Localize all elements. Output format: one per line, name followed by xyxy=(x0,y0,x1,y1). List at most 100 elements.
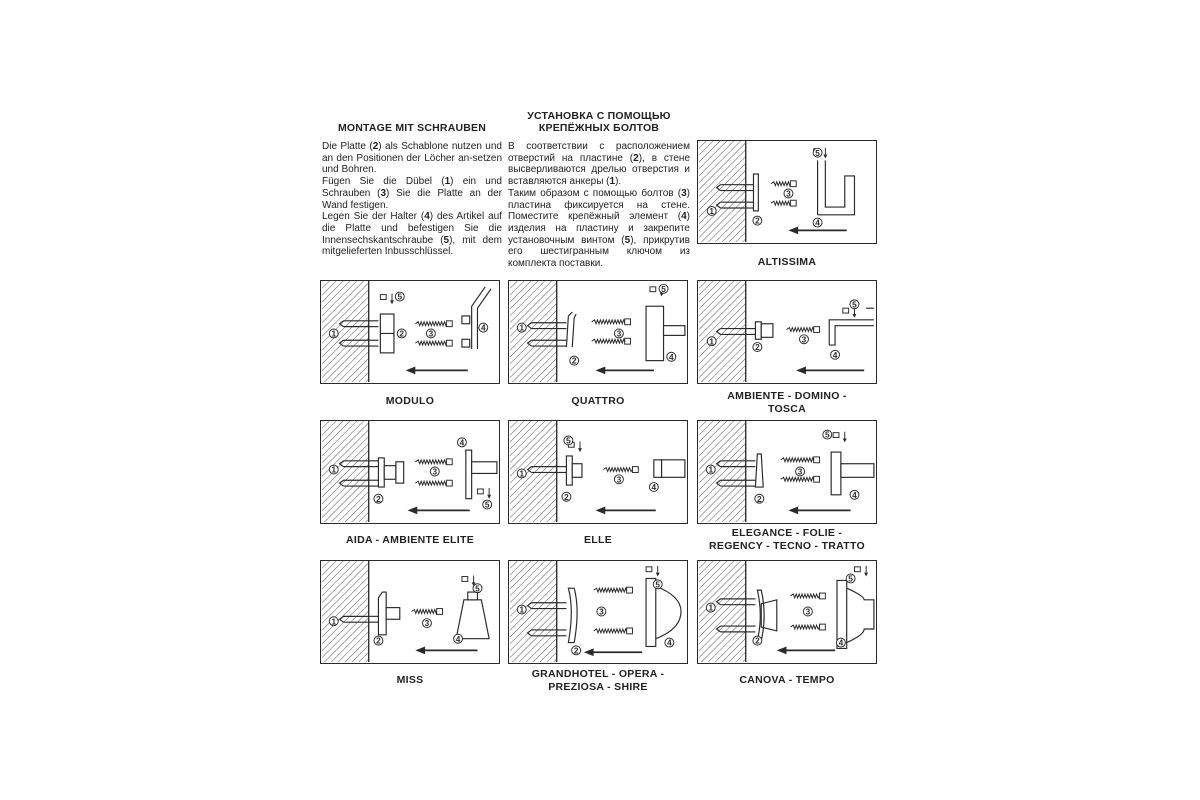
callout-number: 4 xyxy=(815,219,820,228)
dowel xyxy=(338,339,369,347)
screw-thread xyxy=(790,592,820,600)
screw-thread xyxy=(790,623,820,631)
screw-head xyxy=(624,318,632,326)
part-number: 5 xyxy=(624,234,631,246)
direction-arrowhead xyxy=(788,506,799,515)
callout-number: 4 xyxy=(852,491,857,500)
callout-number: 3 xyxy=(798,468,803,477)
callout-circle xyxy=(456,437,467,448)
mounting-plate xyxy=(565,455,573,486)
callout-circle xyxy=(802,606,813,617)
callout-circle xyxy=(754,493,765,504)
callout-number: 1 xyxy=(519,324,524,333)
instruction-paragraph: Legen Sie der Halter (4) des Artikel auf… xyxy=(322,211,503,258)
screw-head xyxy=(445,339,453,347)
callout-circle xyxy=(516,468,527,479)
callout-circle xyxy=(613,328,624,339)
caption-ambiente: AMBIENTE - DOMINO -TOSCA xyxy=(687,390,887,416)
callout-number: 3 xyxy=(432,468,437,477)
hex-key-icon xyxy=(842,307,850,314)
direction-arrowhead xyxy=(595,366,606,375)
mounting-bracket xyxy=(565,311,577,348)
russian-text: В соответствии с расположением отверстий… xyxy=(508,141,690,270)
callout-circle xyxy=(478,322,489,333)
direction-arrowhead xyxy=(415,646,426,655)
screw-thread xyxy=(780,475,815,483)
screw-thread xyxy=(415,339,447,347)
direction-arrowhead xyxy=(788,226,799,235)
screw-thread xyxy=(591,318,626,326)
holder-block xyxy=(461,315,471,325)
screw-thread xyxy=(591,337,626,345)
part-number: 1 xyxy=(609,176,616,188)
screw-head xyxy=(445,479,453,487)
callout-number: 3 xyxy=(617,475,622,484)
plate-cone xyxy=(760,599,778,632)
setscrew-arrowhead xyxy=(471,582,476,587)
holder-neck xyxy=(467,591,479,601)
callout-circle xyxy=(453,633,464,644)
callout-number: 3 xyxy=(429,330,434,339)
holder-flange xyxy=(836,579,848,649)
callout-number: 2 xyxy=(572,357,577,366)
callout-circle xyxy=(569,355,580,366)
callout-circle xyxy=(706,205,717,216)
holder-cap xyxy=(653,459,663,478)
callout-circle xyxy=(425,328,436,339)
wall-hatch xyxy=(510,421,557,522)
wall-hatch xyxy=(699,421,746,522)
holder-arm xyxy=(471,286,492,349)
callout-number: 4 xyxy=(833,351,838,360)
callout-circle xyxy=(822,429,833,440)
callout-circle xyxy=(799,334,809,345)
callout-number: 1 xyxy=(709,337,714,346)
russian-heading-line2: КРЕПЁЖНЫХ БОЛТОВ xyxy=(538,122,660,134)
caption-modulo: MODULO xyxy=(310,395,510,408)
callout-circle xyxy=(795,466,806,477)
dowel xyxy=(526,602,557,610)
holder-cone xyxy=(455,599,490,640)
callout-circle xyxy=(666,351,677,362)
part-number: 4 xyxy=(424,211,430,223)
callout-number: 1 xyxy=(331,466,336,475)
hex-key-icon xyxy=(832,432,840,438)
callout-circle xyxy=(396,328,407,339)
callout-number: 2 xyxy=(564,493,569,502)
dowel xyxy=(338,479,369,487)
part-number: 3 xyxy=(380,187,387,199)
screw-head xyxy=(789,199,797,207)
callout-number: 1 xyxy=(519,606,524,615)
callout-circle xyxy=(812,217,823,228)
holder-dome xyxy=(655,585,682,640)
screw-thread xyxy=(780,456,815,464)
callout-number: 1 xyxy=(331,330,336,339)
screw-thread xyxy=(593,586,628,594)
part-number: 2 xyxy=(372,141,379,152)
dowel xyxy=(715,598,746,606)
screw-head xyxy=(631,466,639,473)
mounting-plate xyxy=(377,457,385,488)
dowel xyxy=(715,328,746,335)
wall-hatch xyxy=(699,561,746,662)
hex-key-icon xyxy=(476,488,484,495)
caption-altissima: ALTISSIMA xyxy=(687,256,887,269)
caption-line: MODULO xyxy=(385,395,435,407)
callout-number: 5 xyxy=(485,501,490,510)
hex-key-icon xyxy=(649,286,657,293)
mounting-plate xyxy=(754,321,762,340)
caption-elle: ELLE xyxy=(498,534,698,547)
caption-line: CANOVA - TEMPO xyxy=(739,674,835,686)
direction-arrowhead xyxy=(407,506,418,515)
callout-circle xyxy=(845,573,856,584)
caption-aida: AIDA - AMBIENTE ELITE xyxy=(310,534,510,547)
callout-circle xyxy=(613,474,624,485)
callout-number: 5 xyxy=(661,285,666,294)
callout-number: 5 xyxy=(475,584,480,593)
